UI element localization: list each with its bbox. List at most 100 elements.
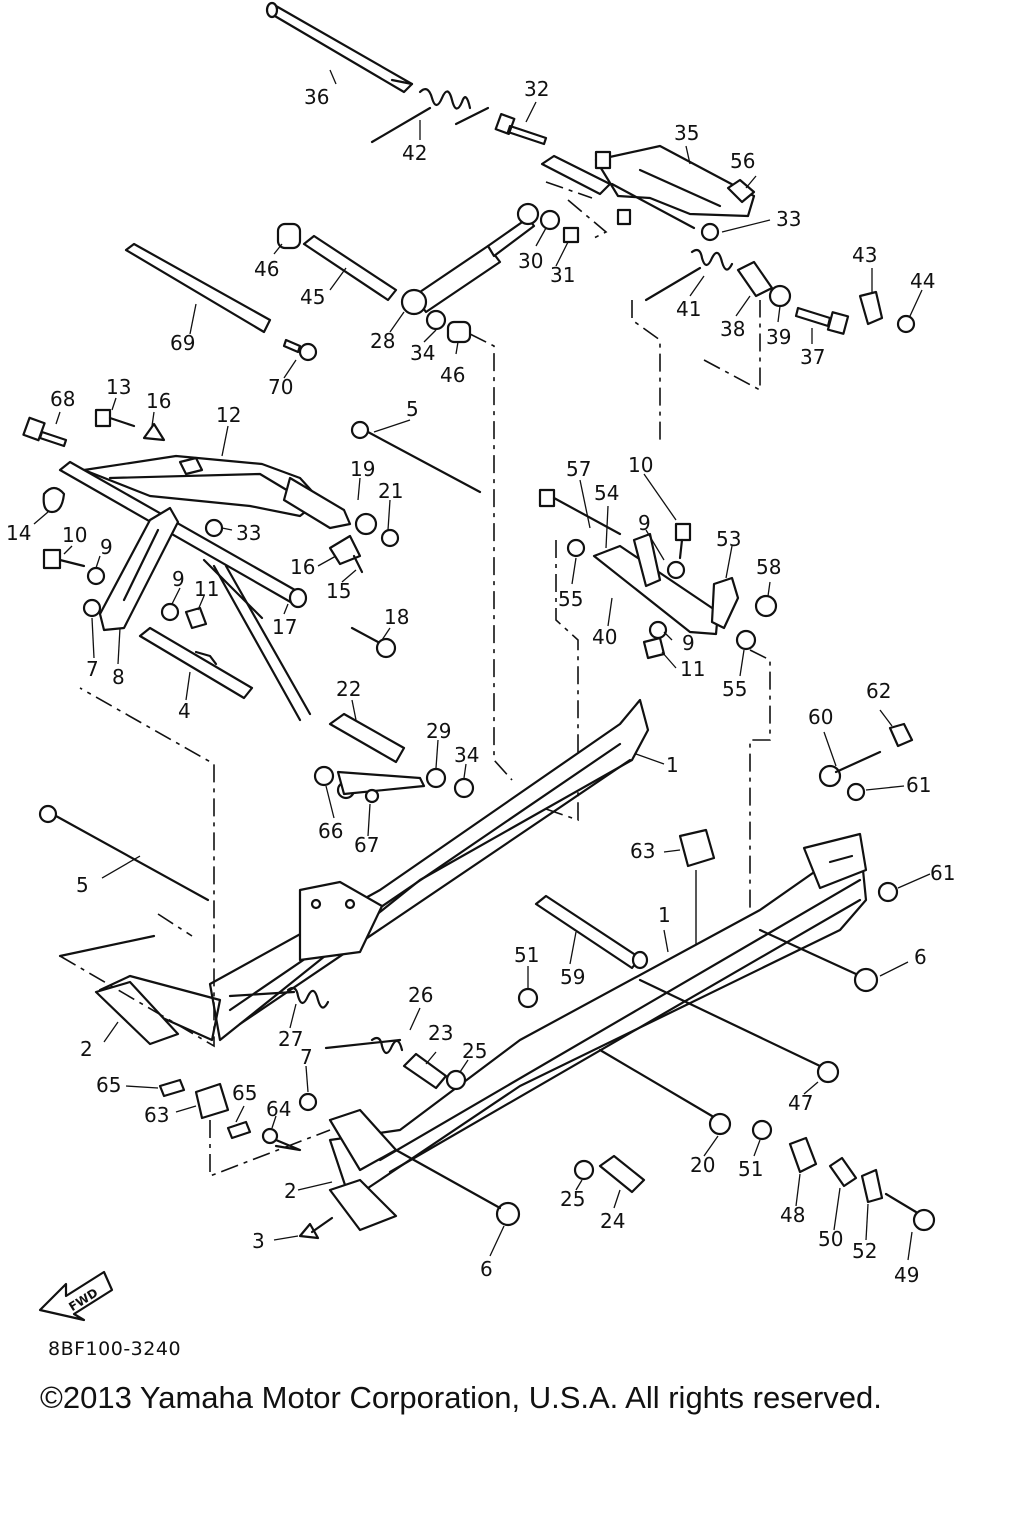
rod-5-lower xyxy=(38,804,210,902)
callout-10: 10 xyxy=(628,453,653,477)
callout-64: 64 xyxy=(266,1097,291,1121)
cap-63-lower xyxy=(194,1082,230,1120)
bushing-23 xyxy=(402,1052,448,1090)
callout-59: 59 xyxy=(560,965,585,989)
forward-direction-arrow: FWD xyxy=(38,1270,114,1322)
shaft-59 xyxy=(534,894,642,970)
washer-61-right xyxy=(877,881,899,903)
callout-65: 65 xyxy=(232,1081,257,1105)
cap-16-top xyxy=(142,422,166,442)
left-slide-rail xyxy=(38,687,650,1048)
bushing-33-left xyxy=(204,518,224,538)
rail-bracket xyxy=(298,880,384,962)
callout-21: 21 xyxy=(378,479,403,503)
spring-41 xyxy=(644,248,734,302)
washer-51-left xyxy=(517,987,539,1009)
callout-36: 36 xyxy=(304,85,329,109)
bushing-24 xyxy=(598,1154,646,1194)
callout-6: 6 xyxy=(480,1257,493,1281)
collar-25-right xyxy=(573,1159,595,1181)
cap-63-top xyxy=(678,828,716,868)
nut-11-right xyxy=(642,636,666,660)
screw-3 xyxy=(298,1216,334,1240)
callout-28: 28 xyxy=(370,329,395,353)
callout-30: 30 xyxy=(518,249,543,273)
callout-33: 33 xyxy=(776,207,801,231)
tube-19 xyxy=(282,476,352,530)
callout-26: 26 xyxy=(408,983,433,1007)
slider-2-right xyxy=(328,1178,398,1232)
callout-56: 56 xyxy=(730,149,755,173)
clip-14 xyxy=(42,486,66,514)
callout-9: 9 xyxy=(172,567,185,591)
callout-35: 35 xyxy=(674,121,699,145)
bolt-60 xyxy=(818,750,882,788)
callout-61: 61 xyxy=(930,861,955,885)
nut-11-left xyxy=(184,606,208,630)
callout-16: 16 xyxy=(290,555,315,579)
right-slide-rail xyxy=(158,832,936,1240)
pin-64 xyxy=(261,1127,302,1152)
collar-34-top xyxy=(425,309,447,331)
bracket-53 xyxy=(710,576,740,630)
shaft-69 xyxy=(124,242,272,334)
callout-39: 39 xyxy=(766,325,791,349)
callout-69: 69 xyxy=(170,331,195,355)
callout-18: 18 xyxy=(384,605,409,629)
callout-9: 9 xyxy=(682,631,695,655)
collar-39 xyxy=(768,284,792,308)
callout-38: 38 xyxy=(720,317,745,341)
bushing-38 xyxy=(736,260,774,298)
bolt-70 xyxy=(282,338,318,362)
callout-58: 58 xyxy=(756,555,781,579)
nut-62 xyxy=(888,722,914,748)
arm-12 xyxy=(82,454,322,518)
washer-9-mid xyxy=(160,602,180,622)
callout-7: 7 xyxy=(86,657,99,681)
callout-49: 49 xyxy=(894,1263,919,1287)
callout-43: 43 xyxy=(852,243,877,267)
callout-46: 46 xyxy=(440,363,465,387)
callout-5: 5 xyxy=(76,873,89,897)
bolt-6-right xyxy=(758,928,879,993)
washer-55-left xyxy=(566,538,586,558)
callout-10: 10 xyxy=(62,523,87,547)
shock-absorber xyxy=(400,202,540,316)
plate-65-left xyxy=(158,1078,186,1098)
collar-25-left xyxy=(445,1069,467,1091)
callout-52: 52 xyxy=(852,1239,877,1263)
washer-51-right xyxy=(751,1119,773,1141)
callout-9: 9 xyxy=(100,535,113,559)
nut-58 xyxy=(754,594,778,618)
shaft-45 xyxy=(302,234,398,302)
bushing-46-left xyxy=(276,222,302,250)
callout-45: 45 xyxy=(300,285,325,309)
cap-43 xyxy=(858,290,884,326)
callout-55: 55 xyxy=(558,587,583,611)
callout-2: 2 xyxy=(80,1037,93,1061)
callout-24: 24 xyxy=(600,1209,625,1233)
bolt-10-left xyxy=(42,548,86,570)
plate-54 xyxy=(632,532,662,588)
washer-61-top xyxy=(846,782,866,802)
callout-9: 9 xyxy=(638,511,651,535)
callout-65: 65 xyxy=(96,1073,121,1097)
clip-44 xyxy=(896,314,916,334)
washer-55-right xyxy=(735,629,757,651)
callout-34: 34 xyxy=(410,341,435,365)
pin-13 xyxy=(94,408,136,428)
callout-13: 13 xyxy=(106,375,131,399)
washer-21 xyxy=(380,528,400,548)
spring-42 xyxy=(370,88,490,144)
callout-5: 5 xyxy=(406,397,419,421)
callout-51: 51 xyxy=(738,1157,763,1181)
rail-1-right xyxy=(328,838,868,1202)
callout-16: 16 xyxy=(146,389,171,413)
spring-26 xyxy=(324,1036,404,1055)
callout-33: 33 xyxy=(236,521,261,545)
leader-lines xyxy=(33,69,931,1261)
callout-53: 53 xyxy=(716,527,741,551)
clip-15 xyxy=(352,554,364,574)
bushing-46-right xyxy=(446,320,472,344)
front-arm-assembly xyxy=(22,408,482,722)
